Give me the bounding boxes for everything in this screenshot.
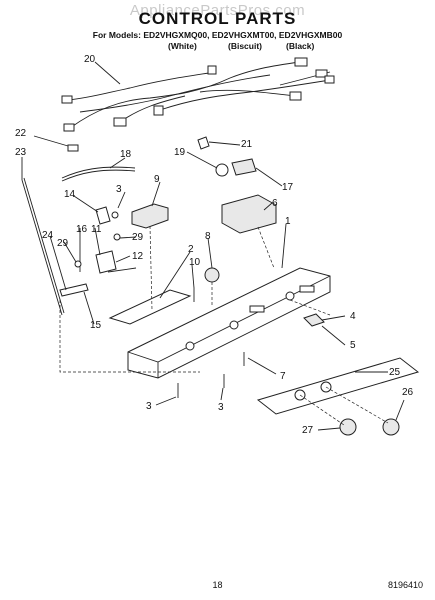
color-black: (Black) — [286, 41, 315, 51]
callout-4: 4 — [350, 311, 356, 322]
callout-3: 3 — [146, 401, 152, 412]
light-bulb-part — [215, 163, 229, 177]
callout-26: 26 — [402, 387, 414, 398]
callout-16: 16 — [76, 224, 88, 235]
color-white: (White) — [168, 41, 197, 51]
callout-2: 2 — [188, 244, 194, 255]
thermostat-part — [131, 203, 169, 229]
callout-19: 19 — [174, 147, 186, 158]
rod-bracket-part — [59, 283, 89, 297]
callout-21: 21 — [241, 139, 253, 150]
callout-3: 3 — [116, 184, 122, 195]
callout-18: 18 — [120, 149, 132, 160]
models-line: For Models: ED2VHGXMQ00, ED2VHGXMT00, ED… — [92, 30, 343, 40]
callout-23: 23 — [15, 147, 27, 158]
page-title: CONTROL PARTS — [138, 9, 297, 28]
callout-22: 22 — [15, 128, 27, 139]
callout-3: 3 — [218, 402, 224, 413]
callout-20: 20 — [84, 54, 96, 65]
light-socket-part — [231, 158, 257, 176]
callout-9: 9 — [154, 174, 160, 185]
bracket-part — [95, 206, 111, 225]
callout-27: 27 — [302, 425, 314, 436]
control-housing-part — [127, 267, 331, 379]
callout-14: 14 — [64, 189, 76, 200]
callout-12: 12 — [132, 251, 144, 262]
callout-6: 6 — [272, 198, 278, 209]
light-socket-clip-part — [197, 136, 210, 150]
color-biscuit: (Biscuit) — [228, 41, 262, 51]
callout-29: 29 — [132, 232, 144, 243]
callout-17: 17 — [282, 182, 294, 193]
callout-1: 1 — [285, 216, 291, 227]
control-knob-part — [382, 418, 400, 436]
callout-29: 29 — [57, 238, 69, 249]
page-number: 18 — [212, 580, 223, 590]
callout-8: 8 — [205, 231, 211, 242]
callout-10: 10 — [189, 257, 201, 268]
callout-15: 15 — [90, 320, 102, 331]
control-board-part — [221, 194, 277, 234]
callout-24: 24 — [42, 230, 54, 241]
defrost-control-part — [95, 250, 117, 274]
watermark: AppliancePartsPros.com — [129, 2, 306, 19]
callout-5: 5 — [350, 340, 356, 351]
knob-base-part — [204, 267, 220, 283]
control-rod-part — [21, 179, 63, 316]
clip-part — [67, 144, 79, 152]
tubing-part — [61, 166, 136, 179]
nut-part — [74, 260, 82, 268]
callout-11: 11 — [91, 224, 102, 235]
callout-25: 25 — [389, 367, 401, 378]
switch-clip-part — [303, 313, 325, 327]
callout-7: 7 — [280, 371, 286, 382]
mounting-plate-part — [108, 289, 192, 325]
wire-harness-part — [61, 57, 335, 132]
document-code: 8196410 — [387, 580, 423, 590]
control-knob-part — [339, 418, 357, 436]
